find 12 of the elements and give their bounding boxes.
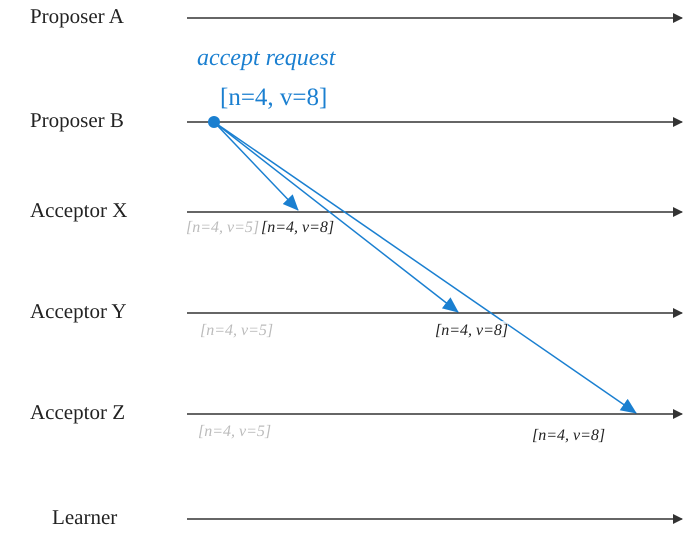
process-name: Acceptor X — [30, 198, 128, 222]
process-name: Acceptor Y — [30, 299, 127, 323]
process-name: Proposer B — [30, 108, 124, 132]
process-name: Acceptor Z — [30, 400, 126, 424]
previous-state-label: [n=4, v=5] — [186, 218, 260, 238]
process-name: Learner — [52, 505, 118, 529]
process-name: Proposer A — [30, 4, 124, 28]
message-name: accept request — [197, 44, 336, 72]
message-value: [n=4, v=8] — [220, 84, 328, 112]
previous-state-label: [n=4, v=5] — [200, 321, 274, 341]
previous-state-label: [n=4, v=5] — [198, 422, 272, 442]
message-dot — [208, 116, 220, 128]
